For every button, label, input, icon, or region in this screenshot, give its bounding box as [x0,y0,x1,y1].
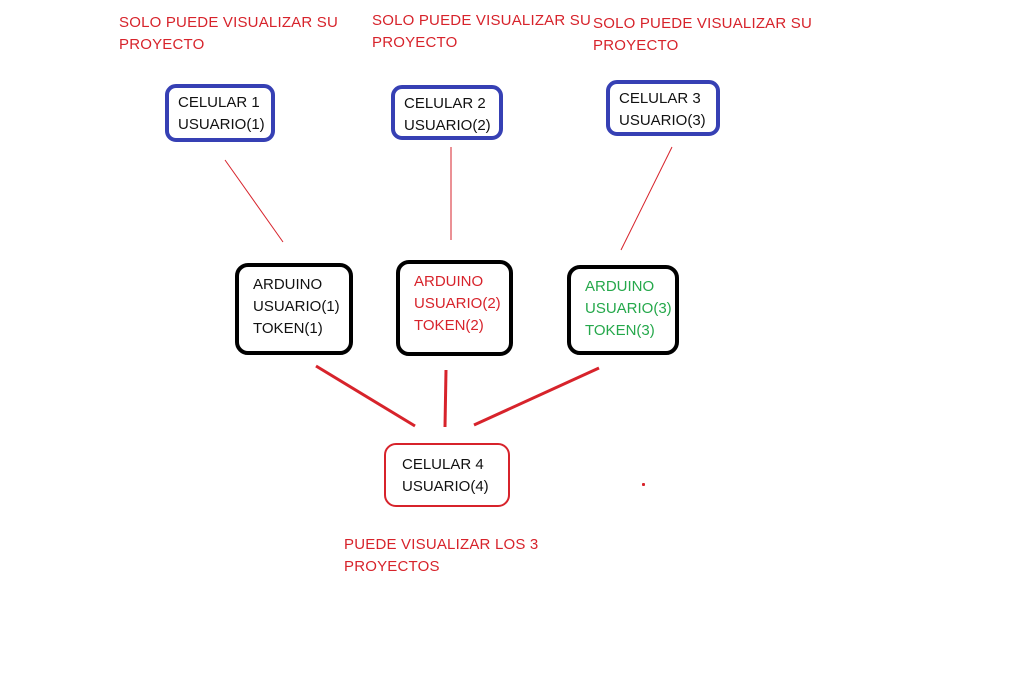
phone-box-1: CELULAR 1 USUARIO(1) [165,84,275,142]
central-phone-box: CELULAR 4 USUARIO(4) [384,443,510,507]
phone-device-label: CELULAR 2 [404,95,486,112]
arduino-token-label: TOKEN(3) [585,322,655,339]
connector-arduino3-celular4 [473,366,600,427]
arduino-box-2: ARDUINO USUARIO(2) TOKEN(2) [396,260,513,356]
note-text: PUEDE VISUALIZAR LOS 3 PROYECTOS [344,536,539,575]
arduino-device-label: ARDUINO [253,276,323,293]
arduino-box-1: ARDUINO USUARIO(1) TOKEN(1) [235,263,353,355]
note-text: SOLO PUEDE VISUALIZAR SU PROYECTO [372,12,592,51]
phone-user-label: USUARIO(3) [619,112,706,129]
arduino-token-label: TOKEN(2) [414,317,484,334]
note-celular1: SOLO PUEDE VISUALIZAR SU PROYECTO [119,12,344,56]
note-celular4: PUEDE VISUALIZAR LOS 3 PROYECTOS [344,534,544,578]
connector-arduino2-celular4 [443,369,448,428]
arduino-user-label: USUARIO(1) [253,298,340,315]
connector-arduino1-celular4 [315,364,416,428]
arduino-user-label: USUARIO(3) [585,300,672,317]
note-text: SOLO PUEDE VISUALIZAR SU PROYECTO [119,14,339,53]
arduino-device-label: ARDUINO [414,273,484,290]
connector-celular3-arduino3 [620,146,673,251]
note-celular2: SOLO PUEDE VISUALIZAR SU PROYECTO [372,10,597,54]
note-text: SOLO PUEDE VISUALIZAR SU PROYECTO [593,15,813,54]
phone-box-2: CELULAR 2 USUARIO(2) [391,85,503,140]
phone-user-label: USUARIO(2) [404,117,491,134]
central-phone-device-label: CELULAR 4 [402,456,484,473]
central-phone-user-label: USUARIO(4) [402,478,489,495]
phone-user-label: USUARIO(1) [178,116,265,133]
arduino-user-label: USUARIO(2) [414,295,501,312]
arduino-device-label: ARDUINO [585,278,655,295]
arduino-box-3: ARDUINO USUARIO(3) TOKEN(3) [567,265,679,355]
note-celular3: SOLO PUEDE VISUALIZAR SU PROYECTO [593,13,818,57]
phone-device-label: CELULAR 1 [178,94,260,111]
arduino-token-label: TOKEN(1) [253,320,323,337]
stray-dot [642,483,645,486]
connector-celular1-arduino1 [224,159,284,243]
phone-device-label: CELULAR 3 [619,90,701,107]
phone-box-3: CELULAR 3 USUARIO(3) [606,80,720,136]
